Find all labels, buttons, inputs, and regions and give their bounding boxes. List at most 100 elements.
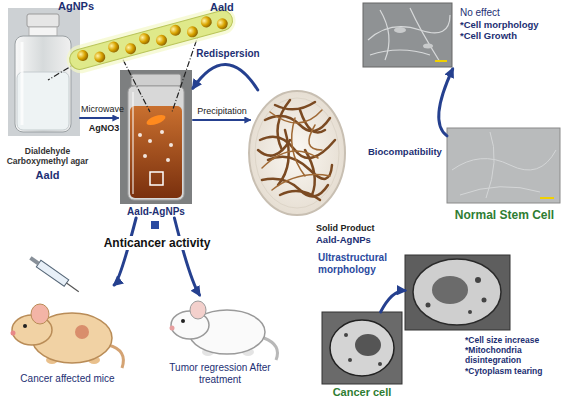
cancer-cell-micrograph — [426, 303, 431, 308]
cancer-mouse — [66, 283, 78, 292]
empty-vial — [21, 42, 24, 125]
node-text: Cancer cell — [312, 386, 412, 399]
nanoparticle-vial — [160, 130, 164, 134]
treated-mouse — [190, 301, 206, 319]
nanorod — [107, 40, 120, 53]
stem-cell-micrograph — [363, 3, 452, 67]
empty-vial — [8, 8, 80, 136]
text-column: Cancer cell — [312, 386, 412, 399]
empty-vial — [29, 27, 57, 36]
solid-product-dish — [262, 179, 328, 197]
node-text: Aald — [0, 169, 95, 182]
solid-product-dish — [275, 102, 315, 109]
node-text: Aald-AgNPs — [106, 206, 206, 218]
nanorod — [169, 24, 182, 37]
nanorod — [155, 33, 168, 46]
nanorod — [76, 49, 89, 62]
solid-product-dish — [272, 175, 330, 190]
nanorod — [216, 17, 229, 30]
node-text: *Cell morphology — [460, 19, 573, 30]
cancer-cell-micrograph — [482, 298, 487, 303]
text-column: Cancer affected mice — [5, 373, 130, 385]
edge-label: Precipitation — [190, 106, 254, 117]
micrograph-node: Cancer cell — [322, 312, 402, 384]
stem-cell-micrograph — [423, 44, 433, 49]
empty-vial — [8, 8, 80, 136]
flow-arrow — [439, 69, 453, 136]
nanoparticle-vial — [138, 133, 142, 137]
nanoparticle-vial — [143, 154, 147, 158]
node-text: *Mitochondria disintegration — [465, 345, 573, 365]
nanorod — [124, 42, 137, 55]
nanorod — [67, 8, 234, 71]
nanorod — [138, 32, 151, 45]
marker-square — [151, 221, 159, 229]
node-text: Dialdehyde Carboxymethyl agar — [0, 146, 95, 166]
nanorod — [63, 4, 238, 77]
flow-arrow — [193, 65, 258, 90]
solid-product-dish — [309, 125, 322, 150]
nanoparticle-vial — [120, 70, 192, 204]
edge-label: Redispersion — [192, 48, 264, 60]
text-column: *Cell size increase*Mitochondria disinte… — [465, 335, 573, 376]
flow-arrow — [381, 290, 405, 312]
mouse-node: Cancer affected mice — [10, 285, 120, 370]
solid-product-dish — [278, 100, 291, 150]
node-text: *Cell Growth — [460, 30, 573, 41]
stem-cell-micrograph — [486, 132, 494, 198]
text-column: Aald-AgNPs — [106, 206, 206, 218]
cancer-mouse — [11, 255, 124, 368]
part-label: Aald — [210, 1, 250, 14]
edge-label: Biocompatibility — [368, 146, 446, 157]
solid-product-dish — [249, 91, 345, 215]
vial-node: Dialdehyde Carboxymethyl agarAald — [5, 8, 80, 183]
cancer-cell-micrograph — [405, 255, 510, 330]
treated-mouse — [264, 338, 278, 360]
stem-cell-micrograph — [540, 197, 554, 199]
cancer-mouse — [36, 260, 68, 286]
nanoparticle-vial — [169, 143, 173, 147]
treated-mouse — [170, 326, 175, 331]
micrograph-node: No effect*Cell morphology*Cell Growth — [363, 3, 573, 69]
stem-cell-micrograph — [370, 50, 430, 55]
vial-node: Aald-AgNPs — [118, 68, 193, 218]
node-text: Aald-AgNPs — [316, 234, 401, 245]
nanoparticle-vial — [150, 172, 163, 185]
stem-cell-micrograph — [452, 150, 556, 170]
cancer-cell-micrograph — [330, 320, 394, 376]
solid-product-dish — [292, 118, 305, 176]
nanoparticle-vial — [120, 70, 192, 204]
flow-arrow — [80, 117, 118, 119]
mouse-node: Tumor regression After treatment — [165, 295, 275, 360]
stem-cell-micrograph — [435, 60, 447, 62]
edge-label: Microwave — [80, 104, 125, 115]
node-text: *Cytoplasm tearing — [465, 366, 573, 376]
stem-cell-micrograph — [447, 128, 560, 203]
micrograph-node: *Cell size increase*Mitochondria disinte… — [405, 255, 510, 330]
cancer-mouse — [28, 255, 81, 295]
empty-vial — [17, 72, 69, 130]
section-heading: Anticancer activity — [98, 236, 216, 250]
cancer-mouse — [23, 324, 27, 328]
nanorod — [186, 25, 199, 38]
node-text: Normal Stem Cell — [437, 208, 572, 222]
cancer-cell-micrograph — [475, 277, 481, 283]
cancer-cell-micrograph — [348, 358, 352, 362]
cancer-cell-micrograph — [378, 362, 382, 366]
stem-cell-micrograph — [410, 8, 440, 62]
nanoparticle-vial — [132, 92, 134, 194]
stem-cell-micrograph — [447, 128, 560, 203]
text-column: Dialdehyde Carboxymethyl agarAald — [0, 146, 95, 183]
treated-mouse — [170, 301, 278, 360]
stem-cell-micrograph — [380, 10, 389, 60]
process-note: Ultrastructural morphology — [318, 252, 410, 276]
solid-product-dish — [270, 110, 322, 123]
cancer-cell-micrograph — [405, 255, 510, 330]
node-text: *Cell size increase — [465, 335, 573, 345]
solid-product-dish — [305, 150, 315, 195]
cancer-mouse — [75, 325, 89, 339]
solid-product-dish — [249, 91, 345, 215]
